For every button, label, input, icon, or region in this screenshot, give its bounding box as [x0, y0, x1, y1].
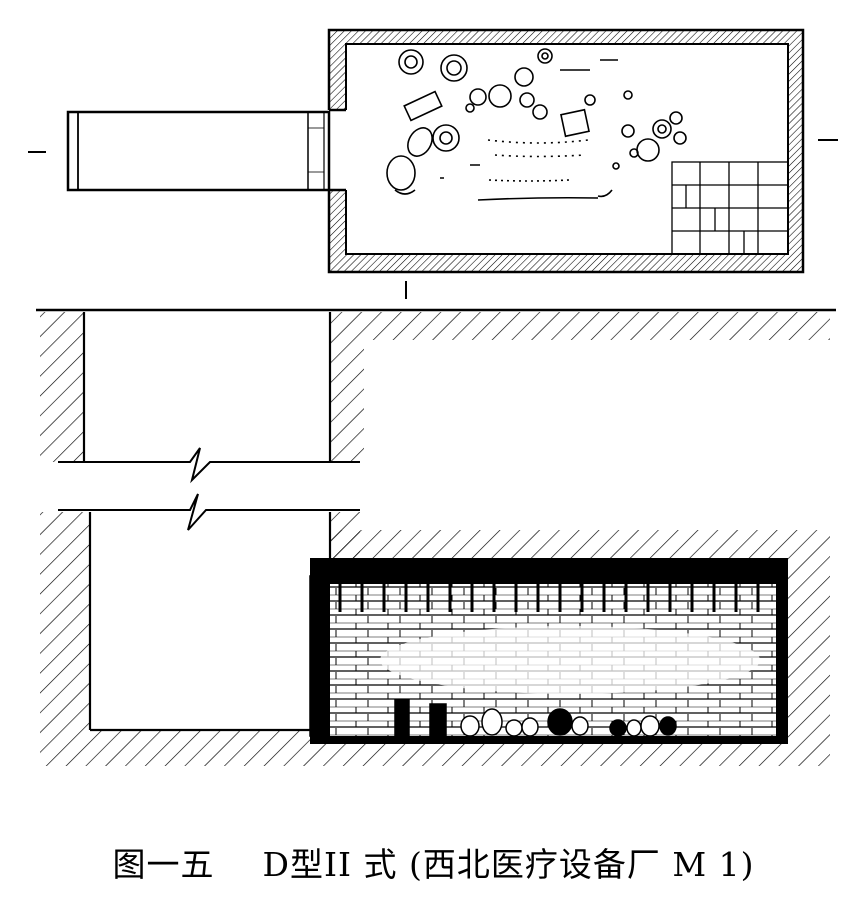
passage — [66, 110, 331, 192]
section-vessels — [394, 699, 677, 737]
plan-view — [28, 28, 838, 299]
floor-bricks — [671, 161, 789, 255]
chamber-interior — [345, 43, 789, 255]
caption-number: 图一五 — [112, 845, 215, 884]
section-view — [36, 308, 836, 766]
caption-title: D型II 式 (西北医疗设备厂 M 1) — [262, 845, 755, 884]
grave-goods — [386, 48, 687, 201]
figure-caption: 图一五 D型II 式 (西北医疗设备厂 M 1) — [0, 838, 867, 886]
